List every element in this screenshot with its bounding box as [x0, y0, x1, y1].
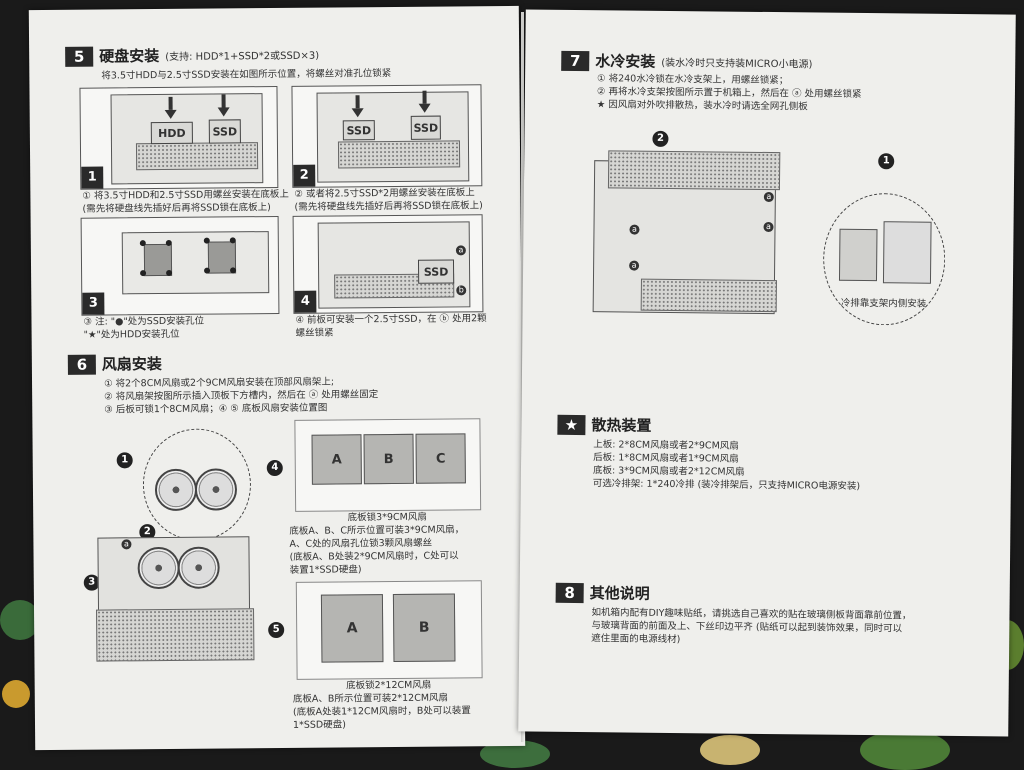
ssd-drive: SSD: [417, 259, 455, 284]
arrow-down-icon: [351, 108, 364, 118]
section-7-lines: ① 将240水冷锁在水冷支架上，用螺丝锁紧； ② 再将水冷支架按图所示置于机箱上…: [596, 73, 862, 113]
cooling-section-header: ★ 散热装置: [557, 414, 652, 436]
callout-5: 5: [268, 621, 285, 639]
section-number: 5: [65, 46, 94, 67]
cooling-lines: 上板: 2*8CM风扇或者2*9CM风扇 后板: 1*8CM风扇或者1*9CM风…: [592, 439, 861, 492]
arrow-down-icon: [164, 109, 177, 119]
arrow-down-icon: [418, 103, 431, 113]
ssd-hole: [165, 239, 172, 246]
fan-slot: B: [392, 593, 456, 662]
section-6-lines: ① 将2个8CM风扇或2个9CM风扇安装在顶部风扇架上; ② 将风扇架按图所示插…: [103, 376, 379, 416]
radiator-part: [838, 228, 878, 282]
screw-mark-a: a: [455, 245, 466, 256]
ssd-hole: [140, 270, 147, 277]
bg-shape: [2, 680, 30, 708]
panel-4-caption: ④ 前板可安装一个2.5寸SSD，在 ⓑ 处用2颗 螺丝锁紧: [295, 313, 487, 339]
panel-1-caption: ① 将3.5寸HDD和2.5寸SSD用螺丝安装在底板上 (需先将硬盘线先插好后再…: [82, 188, 289, 215]
section-7-header: 7 水冷安装 (装水冷时只支持装MICRO小电源): [561, 50, 812, 74]
panel-number: 4: [294, 290, 317, 313]
section-title: 硬盘安装: [99, 47, 160, 66]
fan-icon: [194, 468, 238, 511]
fan-slot: B: [363, 433, 414, 485]
hdd-drive: HDD: [150, 121, 193, 145]
section-8-lines: 如机箱内配有DIY趣味贴纸，请挑选自己喜欢的贴在玻璃侧板背面靠前位置， 与玻璃背…: [591, 607, 912, 646]
fan-icon: [177, 546, 220, 589]
ssd-hole: [203, 237, 210, 244]
radiator-bracket: [882, 221, 932, 284]
panel-5-fan-desc: 底板A、B所示位置可装2*12CM风扇 (底板A处装1*12CM风扇时，B处可以…: [292, 692, 471, 731]
panel-number: 3: [82, 292, 105, 315]
panel-number: 2: [293, 164, 316, 187]
screw-mark-a: a: [121, 539, 132, 550]
bottom-plate-2x12: A B: [295, 580, 483, 680]
hdd-panel-1: HDD SSD 1: [79, 85, 279, 190]
panel-number: 1: [81, 166, 104, 189]
section-5-header: 5 硬盘安装 (支持: HDD*1+SSD*2或SSD×3): [65, 44, 319, 67]
panel-2-caption: ② 或者将2.5寸SSD*2用螺丝安装在底板上 (需先将硬盘线先插好后再将SSD…: [294, 187, 483, 213]
callout-1: 1: [116, 452, 133, 469]
section-note: (装水冷时只支持装MICRO小电源): [661, 57, 813, 71]
ssd-hole: [229, 237, 236, 244]
right-page: 7 水冷安装 (装水冷时只支持装MICRO小电源) ① 将240水冷锁在水冷支架…: [518, 9, 1016, 737]
left-page: 5 硬盘安装 (支持: HDD*1+SSD*2或SSD×3) 将3.5寸HDD与…: [28, 5, 526, 751]
screw-mark-a: a: [763, 221, 774, 233]
hdd-panel-3: 3: [80, 215, 280, 316]
ssd-drive: SSD: [342, 120, 375, 141]
section-title: 其他说明: [589, 584, 650, 603]
callout-4: 4: [266, 459, 283, 477]
ssd-hole: [166, 269, 173, 276]
radiator-caption: 冷排靠支架内侧安装: [840, 297, 927, 310]
screw-mark-b: b: [456, 285, 467, 296]
ssd-hole: [139, 240, 146, 247]
callout-1: 1: [878, 153, 895, 170]
ssd-hole: [230, 267, 237, 274]
ssd-drive: SSD: [208, 119, 241, 144]
section-number: 8: [555, 582, 584, 603]
ssd-hole: [204, 267, 211, 274]
fan-slot: A: [311, 434, 362, 485]
ssd-drive: SSD: [410, 115, 441, 140]
arrow-down-icon: [217, 107, 230, 117]
screw-mark-a: a: [629, 260, 640, 271]
water-cooling-illustration: 2 a a a a 1 冷排靠支架内侧安装: [526, 9, 1016, 326]
section-title: 风扇安装: [101, 355, 162, 374]
top-mesh: [607, 150, 781, 191]
screw-mark-a: a: [763, 191, 774, 203]
bg-shape: [700, 735, 760, 765]
bottom-mesh: [337, 140, 461, 169]
bottom-mesh: [640, 278, 777, 313]
fan-slot: C: [415, 433, 466, 484]
section-5-subtitle: 将3.5寸HDD与2.5寸SSD安装在如图所示位置，将螺丝对准孔位锁紧: [101, 67, 392, 82]
panel-4-fan-desc: 底板A、B、C所示位置可装3*9CM风扇， A、C处的风扇孔位锁3颗风扇螺丝 (…: [289, 524, 465, 576]
case-frame: [316, 91, 470, 183]
fan-slot: A: [320, 594, 384, 663]
section-title: 散热装置: [591, 416, 652, 435]
section-number: 7: [561, 50, 590, 71]
section-6-header: 6 风扇安装: [67, 353, 162, 375]
case-mesh-side: [96, 608, 255, 662]
fan-icon: [137, 546, 180, 590]
hdd-panel-2: SSD SSD 2: [291, 84, 483, 188]
bg-shape: [860, 730, 950, 770]
hdd-panel-4: SSD a b 4: [292, 214, 484, 314]
callout-2: 2: [652, 130, 669, 147]
bottom-plate-3x9: A B C: [294, 418, 482, 512]
fan-icon: [154, 468, 198, 512]
fan-illustration: 1 2 3 a: [29, 6, 519, 662]
screw-mark-a: a: [629, 224, 640, 235]
bottom-mesh: [135, 142, 259, 171]
section-number: 6: [67, 354, 96, 375]
section-note: (支持: HDD*1+SSD*2或SSD×3): [165, 50, 320, 63]
section-8-header: 8 其他说明: [555, 582, 650, 604]
panel-3-caption: ③ 注: "●"处为SSD安装孔位 "★"处为HDD安装孔位: [83, 315, 205, 341]
star-icon: ★: [557, 414, 586, 435]
section-title: 水冷安装: [595, 52, 656, 71]
